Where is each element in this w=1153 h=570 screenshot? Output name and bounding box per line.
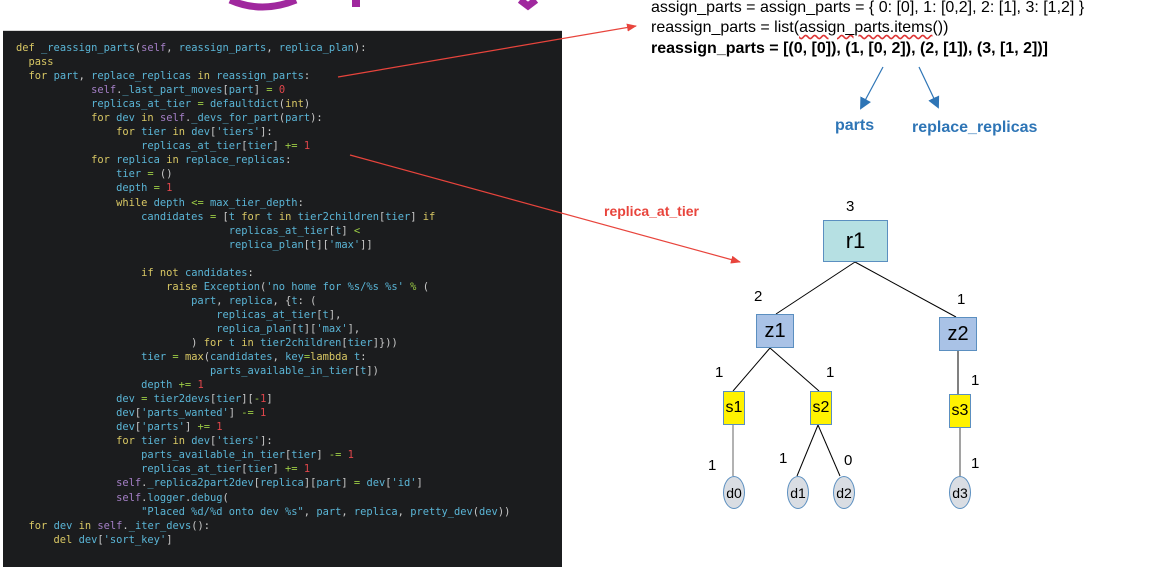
- device-count-d3: 1: [971, 455, 980, 472]
- code-line: for replica in replace_replicas:: [91, 154, 292, 167]
- code-line: self._replica2part2dev[replica][part] = …: [116, 477, 423, 490]
- arrow-replace-replicas: [918, 66, 940, 109]
- zone-count-z2: 1: [957, 291, 966, 308]
- code-line: def _reassign_parts(self, reassign_parts…: [16, 42, 367, 54]
- code-line: replicas_at_tier = defaultdict(int): [91, 98, 311, 111]
- tree-node-s2: s2: [810, 391, 832, 425]
- code-line: replicas_at_tier[tier] += 1: [141, 463, 311, 476]
- arrow-reassign-parts: [337, 23, 637, 78]
- arrow-parts: [860, 66, 884, 110]
- code-line: replicas_at_tier[tier] += 1: [141, 140, 311, 153]
- edge-s2-d2: [817, 424, 841, 477]
- parts-label: parts: [835, 117, 875, 134]
- tree-node-d0: d0: [723, 476, 745, 509]
- code-line: tier = max(candidates, key=lambda t:: [141, 351, 367, 364]
- code-editor-panel: def _reassign_parts(self, reassign_parts…: [3, 30, 562, 567]
- code-line: parts_available_in_tier[t]): [209, 365, 379, 378]
- code-line: for tier in dev['tiers']:: [116, 126, 273, 139]
- tree-node-r1: r1: [823, 220, 888, 262]
- code-line: dev['parts_wanted'] -= 1: [116, 407, 267, 420]
- assign-parts-text: assign_parts = assign_parts = { 0: [0], …: [651, 0, 1085, 16]
- code-line: if not candidates:: [141, 266, 254, 279]
- tree-edges: [732, 261, 961, 477]
- edge-r1-z1: [775, 261, 856, 315]
- code-line: self._last_part_moves[part] = 0: [91, 84, 286, 97]
- code-line: for dev in self._iter_devs():: [28, 519, 211, 532]
- replace-replicas-label: replace_replicas: [912, 119, 1038, 136]
- reassign-suffix: ()): [932, 19, 949, 36]
- code-line: pass: [28, 56, 54, 69]
- code-line: for part, replace_replicas in reassign_p…: [28, 70, 311, 83]
- edge-z1-s2: [769, 347, 820, 392]
- zone-count-z1: 2: [754, 288, 763, 305]
- device-count-d1: 1: [779, 450, 788, 467]
- title-glyph-bottoms: [228, 0, 539, 11]
- device-count-d2: 0: [844, 452, 853, 469]
- code-line: replicas_at_tier[t],: [216, 308, 342, 321]
- reassign-parts-expression: reassign_parts = list(assign_parts.items…: [651, 19, 948, 37]
- device-count-d0: 1: [708, 457, 717, 474]
- code-line: parts_available_in_tier[tier] -= 1: [141, 449, 354, 462]
- reassign-parts-value: reassign_parts = [(0, [0]), (1, [0, 2]),…: [651, 40, 1048, 57]
- server-count-s3: 1: [971, 372, 980, 389]
- code-line: while depth <= max_tier_depth:: [116, 196, 304, 209]
- code-line: replica_plan[t]['max'],: [216, 322, 361, 335]
- code-line: raise Exception('no home for %s/%s %s' %…: [166, 280, 429, 293]
- server-count-s1: 1: [715, 364, 724, 381]
- spellcheck-word: assign_parts.items: [799, 19, 933, 36]
- tree-node-d2: d2: [833, 476, 855, 509]
- tree-node-d1: d1: [787, 476, 809, 509]
- edge-r1-z2: [854, 261, 957, 318]
- code-line: dev = tier2devs[tier][-1]: [116, 393, 273, 406]
- code-line: del dev['sort_key']: [53, 533, 173, 546]
- code-line: depth = 1: [116, 182, 173, 195]
- reassign-prefix: reassign_parts = list(: [651, 19, 800, 36]
- code-line: tier = (): [116, 168, 173, 181]
- code-line: replica_plan[t]['max']]: [228, 238, 373, 251]
- code-line: for tier in dev['tiers']:: [116, 435, 273, 448]
- code-line: for dev in self._devs_for_part(part):: [91, 112, 323, 125]
- tree-node-z2: z2: [939, 317, 977, 351]
- code-line: replicas_at_tier[t] <: [228, 224, 361, 237]
- replica-at-tier-label: replica_at_tier: [604, 203, 699, 219]
- code-line: candidates = [t for t in tier2children[t…: [141, 210, 436, 223]
- tree-node-s3: s3: [949, 394, 971, 428]
- code-line: depth += 1: [141, 379, 204, 392]
- edge-z1-s1: [732, 347, 771, 392]
- tree-node-d3: d3: [949, 476, 971, 509]
- code-line: "Placed %d/%d onto dev %s", part, replic…: [141, 505, 511, 518]
- root-count: 3: [846, 198, 855, 215]
- slide-title-fragment: [196, 0, 539, 90]
- code-block: def _reassign_parts(self, reassign_parts…: [16, 41, 510, 547]
- code-line: dev['parts'] += 1: [116, 421, 223, 434]
- tree-node-z1: z1: [756, 314, 794, 348]
- code-line: self.logger.debug(: [116, 491, 229, 504]
- code-line: ) for t in tier2children[tier]})): [191, 336, 398, 349]
- arrow-replica-at-tier: [349, 154, 741, 264]
- code-line: part, replica, {t: (: [191, 294, 317, 307]
- tree-node-s1: s1: [723, 391, 745, 425]
- server-count-s2: 1: [826, 364, 835, 381]
- edge-s2-d1: [796, 424, 819, 477]
